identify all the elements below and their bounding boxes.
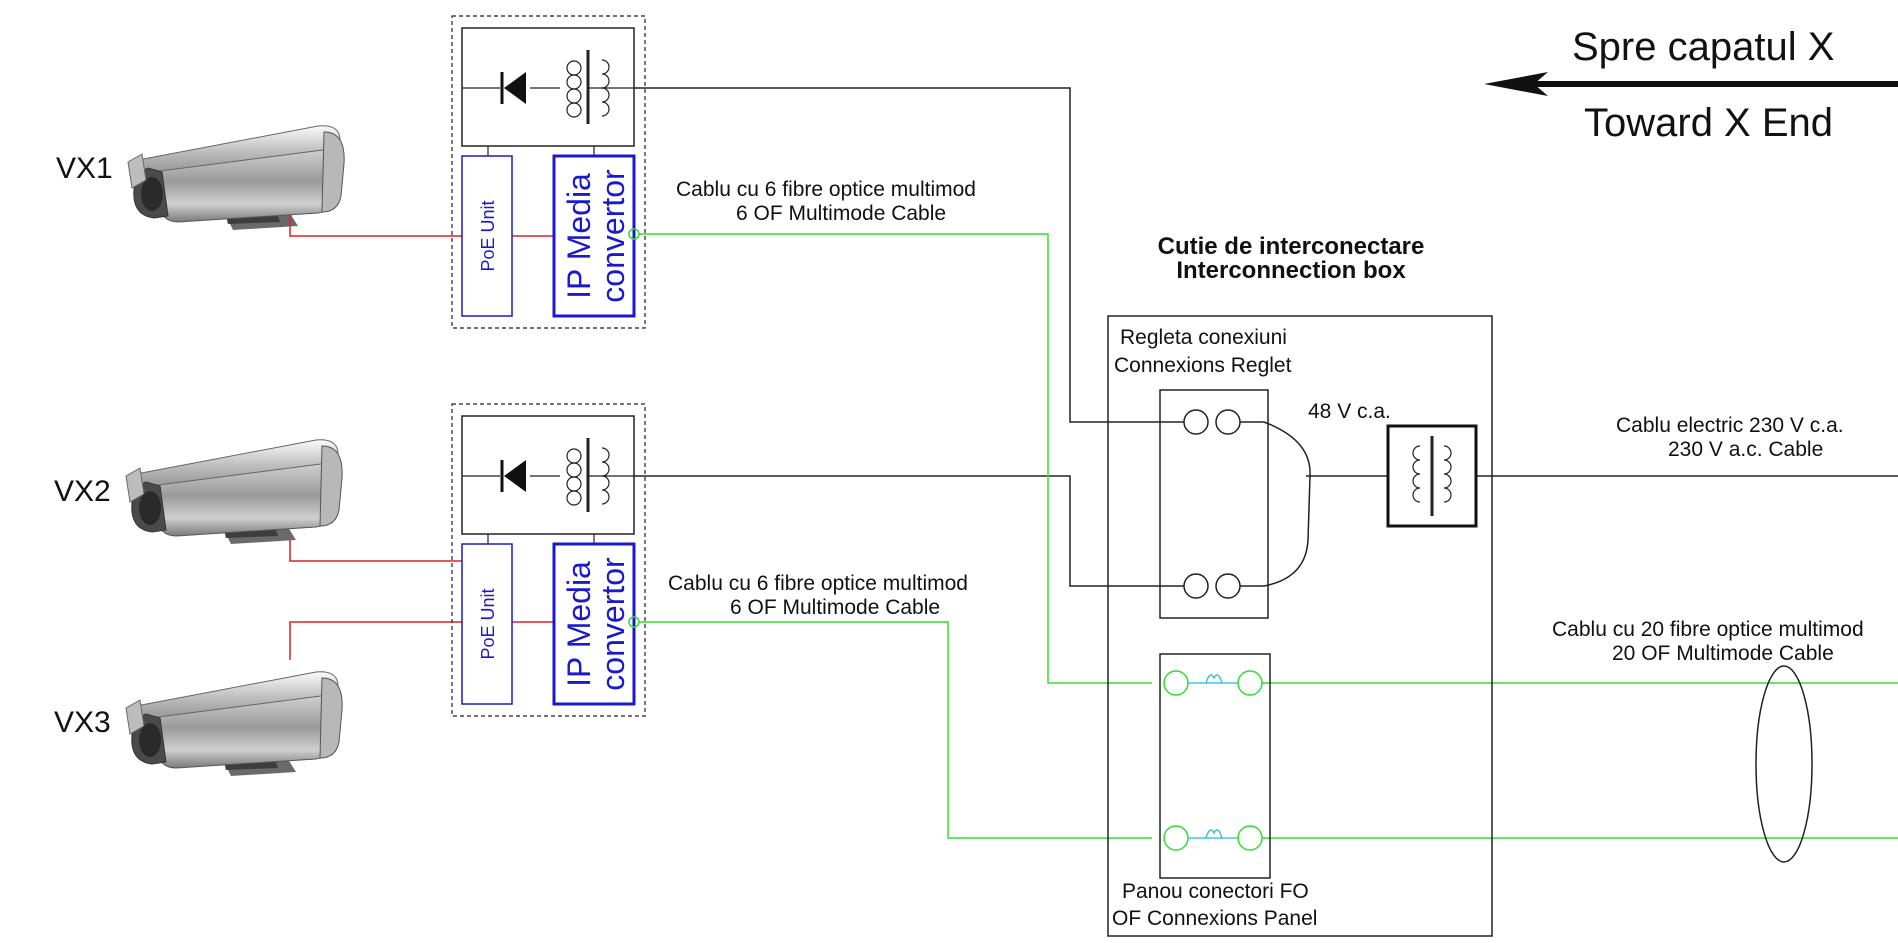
of-connector-row-2 xyxy=(1163,825,1263,851)
unit2-power-line xyxy=(634,475,1184,587)
media-convertor-label-1: IP Media xyxy=(561,561,597,687)
diode-icon xyxy=(504,72,526,104)
voltage-label: 48 V c.a. xyxy=(1308,400,1391,423)
direction-indicator: Spre capatul X Toward X End xyxy=(1484,25,1898,145)
unit-enclosure xyxy=(451,403,646,717)
of-connector-panel xyxy=(1159,653,1271,879)
interconnection-box: Cutie de interconectare Interconnection … xyxy=(1107,233,1493,937)
box-title-ro: Cutie de interconectare xyxy=(1158,233,1425,260)
camera-icon xyxy=(125,671,343,777)
panel-label-en: OF Connexions Panel xyxy=(1112,907,1317,930)
unit2-fiber-line xyxy=(639,621,1152,839)
power-supply-block xyxy=(461,415,635,535)
field-unit-2: PoE Unit IP Media convertor xyxy=(451,403,646,717)
poe-unit xyxy=(461,543,513,705)
power-cable-label-en: 230 V a.c. Cable xyxy=(1668,438,1823,461)
media-convertor-label-2: convertor xyxy=(595,169,631,303)
media-convertor-label-1: IP Media xyxy=(561,173,597,299)
poe-unit xyxy=(461,155,513,317)
fiber-lines xyxy=(639,233,1898,839)
fo6-cable-b-label-ro: Cablu cu 6 fibre optice multimod xyxy=(668,572,968,595)
reglet-loop xyxy=(1263,421,1311,587)
fo20-cable-label-en: 20 OF Multimode Cable xyxy=(1612,642,1834,665)
camera-label: VX2 xyxy=(54,475,111,508)
camera-label: VX1 xyxy=(56,152,113,185)
ip-media-convertor xyxy=(552,542,636,706)
vx1-signal-line xyxy=(289,215,462,237)
of-connector-row-1 xyxy=(1163,670,1263,696)
reglet-label-en: Connexions Reglet xyxy=(1114,354,1292,377)
direction-label-en: Toward X End xyxy=(1584,101,1833,145)
vx2-signal-line xyxy=(289,540,462,562)
camera-icon xyxy=(125,439,343,545)
camera-signal-lines xyxy=(289,215,554,660)
panel-label-ro: Panou conectori FO xyxy=(1122,880,1309,903)
fo6-cable-a-label-en: 6 OF Multimode Cable xyxy=(736,202,946,225)
camera-vx1: VX1 xyxy=(56,125,345,231)
direction-label-ro: Spre capatul X xyxy=(1572,25,1834,69)
unit1-fiber-line xyxy=(639,233,1152,684)
fo6-cable-a-label-ro: Cablu cu 6 fibre optice multimod xyxy=(676,178,976,201)
field-unit-1: PoE Unit IP Media convertor xyxy=(451,15,646,329)
connection-reglet xyxy=(1159,389,1269,619)
fo20-cable-label-ro: Cablu cu 20 fibre optice multimod xyxy=(1552,618,1864,641)
fo6-cable-b-label-en: 6 OF Multimode Cable xyxy=(730,596,940,619)
unit1-power-line xyxy=(634,87,1184,423)
cable-bundle-ellipse xyxy=(1755,665,1813,863)
power-supply-block xyxy=(461,27,635,147)
poe-unit-label: PoE Unit xyxy=(478,200,498,271)
ip-media-convertor xyxy=(552,154,636,318)
diode-icon xyxy=(504,460,526,492)
vx3-signal-line xyxy=(289,621,462,660)
box-outline xyxy=(1107,315,1493,937)
camera-label: VX3 xyxy=(54,706,111,739)
poe-unit-label: PoE Unit xyxy=(478,588,498,659)
box-title-en: Interconnection box xyxy=(1176,257,1406,284)
camera-vx3: VX3 xyxy=(54,671,343,777)
camera-icon xyxy=(127,125,345,231)
direction-arrow-head xyxy=(1484,72,1548,96)
reglet-label-ro: Regleta conexiuni xyxy=(1120,326,1287,349)
transformer-icon xyxy=(566,50,634,124)
power-cable-label-ro: Cablu electric 230 V c.a. xyxy=(1616,414,1844,437)
camera-vx2: VX2 xyxy=(54,439,343,545)
box-transformer xyxy=(1386,424,1478,528)
media-convertor-label-2: convertor xyxy=(595,557,631,691)
reglet-terminals xyxy=(1183,409,1241,599)
transformer-icon xyxy=(566,438,634,512)
unit-enclosure xyxy=(451,15,646,329)
